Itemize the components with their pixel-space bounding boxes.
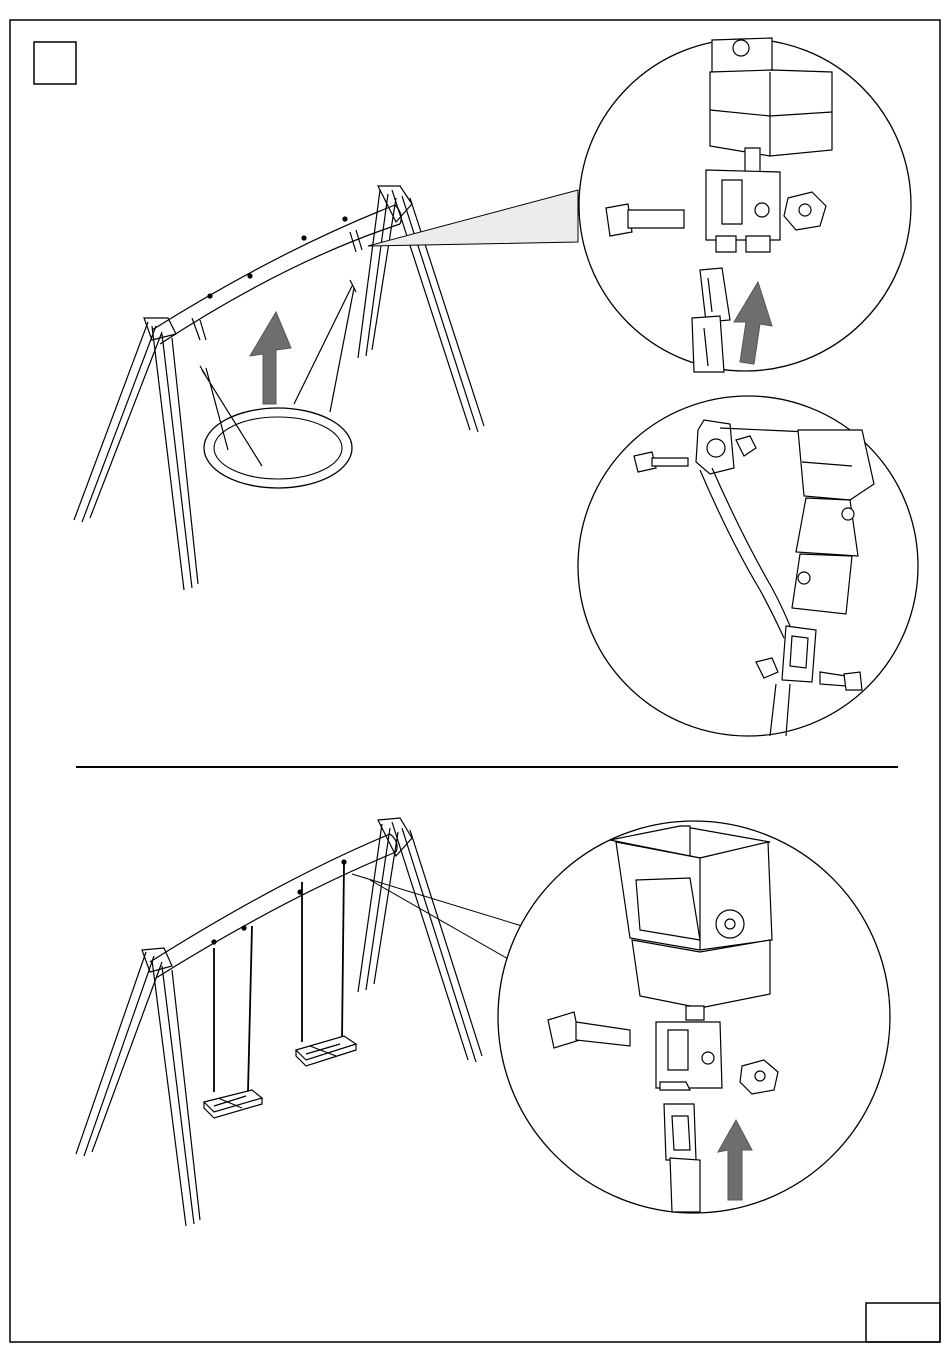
nest-rope-attachment-detail	[578, 396, 918, 736]
swing-frame-with-two-seats	[76, 818, 482, 1226]
page-number-box	[866, 1303, 940, 1342]
step-number-box	[34, 42, 76, 84]
lift-arrow-icon	[250, 312, 291, 404]
swing-frame-with-nest-seat	[74, 186, 484, 590]
nest-chain-hanger-detail	[579, 38, 911, 372]
seat-chain-hanger-detail	[498, 821, 890, 1213]
